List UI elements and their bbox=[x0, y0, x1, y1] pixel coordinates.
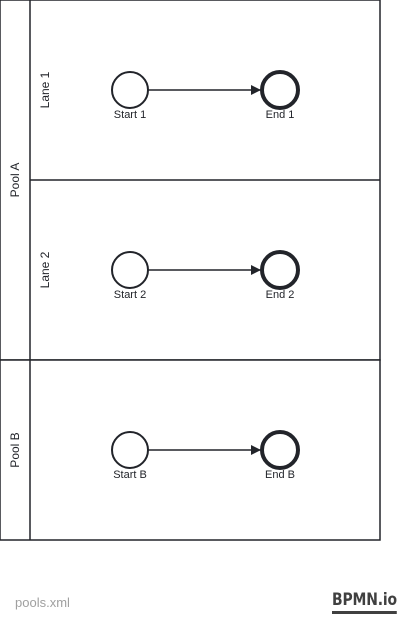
lane-1-label: Lane 1 bbox=[38, 71, 52, 108]
end-event-2-label: End 2 bbox=[266, 289, 295, 301]
lane-2[interactable]: Lane 2 Start 2 End 2 bbox=[38, 250, 300, 301]
end-event-1[interactable] bbox=[260, 70, 300, 110]
start-event-1[interactable] bbox=[111, 71, 149, 109]
start-event-b[interactable] bbox=[111, 431, 149, 469]
start-event-2-label: Start 2 bbox=[114, 289, 146, 301]
lane-2-label: Lane 2 bbox=[38, 251, 52, 288]
end-event-1-label: End 1 bbox=[266, 109, 295, 121]
start-event-1-label: Start 1 bbox=[114, 109, 146, 121]
end-event-b-label: End B bbox=[265, 469, 295, 481]
start-event-b-label: Start B bbox=[113, 469, 147, 481]
footer-filename: pools.xml bbox=[15, 595, 70, 610]
start-event-2[interactable] bbox=[111, 251, 149, 289]
end-event-2[interactable] bbox=[260, 250, 300, 290]
lane-1[interactable]: Lane 1 Start 1 End 1 bbox=[30, 70, 380, 181]
pool-b[interactable]: Pool B Start B End B bbox=[0, 359, 381, 541]
pool-a-label: Pool A bbox=[8, 163, 22, 198]
diagram-canvas: Pool A Lane 1 Start 1 End 1 Lane 2 Start… bbox=[0, 0, 381, 541]
pool-b-label: Pool B bbox=[8, 432, 22, 467]
end-event-b[interactable] bbox=[260, 430, 300, 470]
bpmn-io-logo[interactable]: BPMN.io bbox=[332, 591, 397, 614]
pool-a[interactable]: Pool A Lane 1 Start 1 End 1 Lane 2 Start… bbox=[0, 0, 381, 361]
